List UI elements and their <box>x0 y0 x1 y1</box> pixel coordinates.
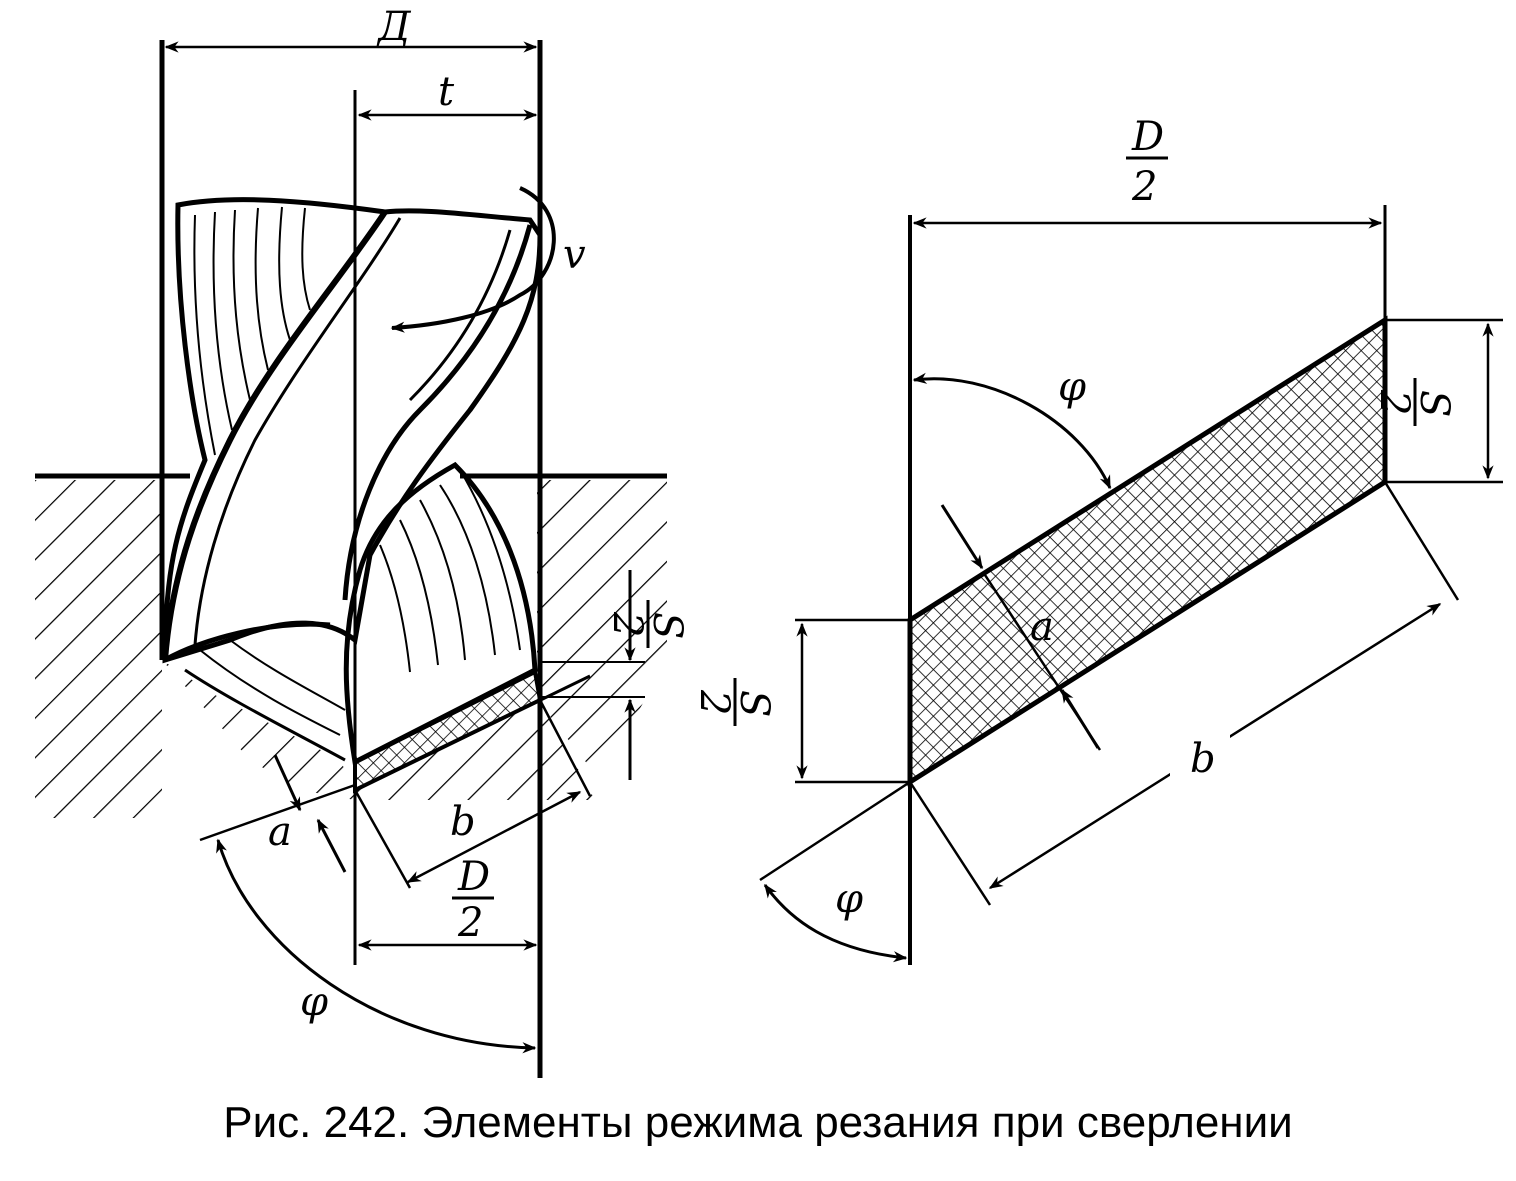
cutting-diagram: Д t v S 2 a b D 2 <box>35 4 1503 1078</box>
label-D-half-right: D 2 <box>1126 114 1168 210</box>
dim-a-arrow-2 <box>316 818 347 873</box>
label-D-half-left: D 2 <box>452 854 494 946</box>
label-t: t <box>438 69 455 115</box>
figure-caption: Рис. 242. Элементы режима резания при св… <box>223 1098 1293 1147</box>
svg-text:2: 2 <box>1371 389 1417 415</box>
rotation-arrow <box>390 186 556 333</box>
dim-a-arrow-1 <box>273 754 302 812</box>
label-phi-bottom: φ <box>835 876 863 922</box>
label-b-left: b <box>450 799 476 845</box>
phi-ext-bottom <box>759 780 911 882</box>
cut-layer-right <box>907 315 1388 787</box>
label-phi-top: φ <box>1058 364 1086 410</box>
dim-b-ext-left <box>353 789 412 889</box>
svg-text:2: 2 <box>1131 164 1157 210</box>
label-S-half-left: S 2 <box>604 600 690 648</box>
svg-text:2: 2 <box>457 900 483 946</box>
label-a-right: a <box>1030 604 1054 650</box>
dim-a-arrow-bottom <box>1060 688 1100 749</box>
dim-b-line-left <box>406 790 582 884</box>
svg-text:D: D <box>1131 114 1164 160</box>
dim-b-ext-right-1 <box>908 781 992 906</box>
svg-text:D: D <box>457 854 490 900</box>
label-v: v <box>563 232 586 278</box>
angle-phi-arc-bottom <box>763 883 908 963</box>
label-phi-left: φ <box>300 979 328 1025</box>
workpiece-hatching-left <box>35 480 162 818</box>
label-b-right: b <box>1190 736 1216 782</box>
drill-view: Д t v S 2 a b D 2 <box>35 4 690 1078</box>
cut-section-view: D 2 S 2 S 2 φ a <box>691 114 1503 965</box>
label-a-left: a <box>268 809 292 855</box>
workpiece-hatching-bottom <box>162 660 595 800</box>
label-S-half-right: S 2 <box>1371 378 1457 426</box>
drill-body <box>162 197 543 766</box>
dim-b-ext-right <box>538 699 592 797</box>
dim-a-ext-left <box>199 783 356 842</box>
label-D-cyr: Д <box>376 4 412 50</box>
cutting-edge-left <box>354 674 591 792</box>
svg-text:S: S <box>731 690 777 717</box>
svg-text:2: 2 <box>604 611 650 637</box>
svg-text:S: S <box>644 612 690 639</box>
angle-phi-arc-top <box>912 372 1112 490</box>
dim-a-arrow-top <box>940 504 984 570</box>
dim-b-ext-right-2 <box>1383 481 1460 601</box>
svg-text:S: S <box>1411 390 1457 417</box>
angle-phi-arc-left <box>216 838 537 1054</box>
label-S-half-right-view-left: S 2 <box>691 678 777 726</box>
svg-text:2: 2 <box>691 689 737 715</box>
